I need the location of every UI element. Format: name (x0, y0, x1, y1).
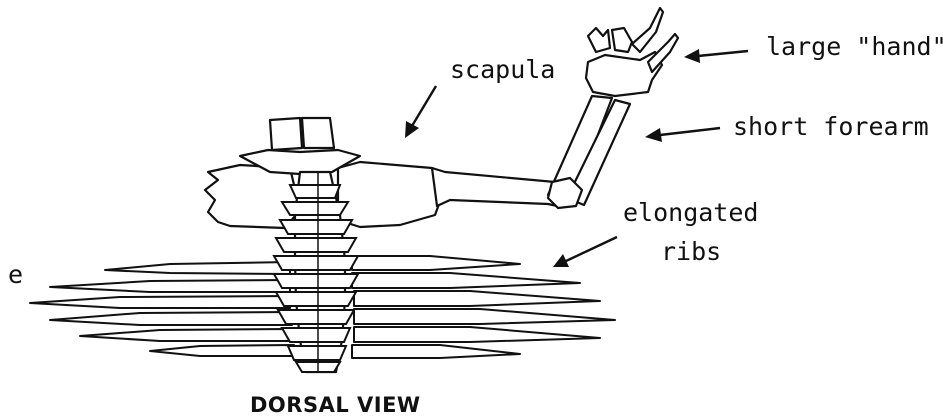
vertebra-2 (282, 202, 348, 215)
rib-left-3 (30, 296, 290, 308)
label-left-cut: e (8, 260, 23, 289)
carpal-side (612, 28, 632, 52)
rib-right-3 (354, 291, 600, 306)
vertebra-1 (290, 185, 340, 198)
rib-left-4 (50, 312, 292, 325)
vertebra-10 (288, 346, 346, 360)
vertebra-5 (274, 256, 358, 270)
rib-left-1 (105, 262, 290, 274)
scapula-right (338, 162, 442, 227)
label-elongated: elongated (623, 198, 758, 227)
rib-left-2 (50, 280, 290, 292)
skull-plate-left (270, 118, 302, 150)
caption-dorsal-view: DORSAL VIEW (250, 393, 421, 417)
vertebra-7 (276, 292, 356, 306)
ribs-left (30, 262, 294, 356)
vertebra-4 (276, 238, 356, 252)
vertebra-8 (278, 310, 354, 324)
vertebra-6 (274, 274, 358, 288)
rib-right-6 (352, 345, 520, 358)
vertebra-9 (282, 328, 350, 342)
rib-right-4 (354, 309, 615, 324)
claw-digit-1 (632, 8, 663, 52)
rib-left-6 (150, 345, 294, 356)
arrow-ribs (553, 237, 617, 267)
vertebra-3 (280, 220, 352, 234)
rib-right-1 (352, 256, 520, 270)
label-large-hand: large "hand" (766, 32, 943, 61)
rib-right-5 (354, 327, 600, 342)
rib-right-2 (352, 273, 580, 288)
scapula-left (205, 165, 300, 228)
arrow-hand (684, 49, 748, 63)
label-ribs: ribs (661, 237, 721, 266)
rib-left-5 (80, 329, 292, 341)
arrow-scapula (405, 86, 436, 138)
carpal-upper (588, 28, 610, 52)
skull-plate-right (302, 118, 334, 148)
arrow-forearm (645, 128, 720, 142)
ribs-right (352, 256, 615, 358)
label-scapula: scapula (450, 55, 555, 84)
label-short-forearm: short forearm (733, 112, 929, 141)
